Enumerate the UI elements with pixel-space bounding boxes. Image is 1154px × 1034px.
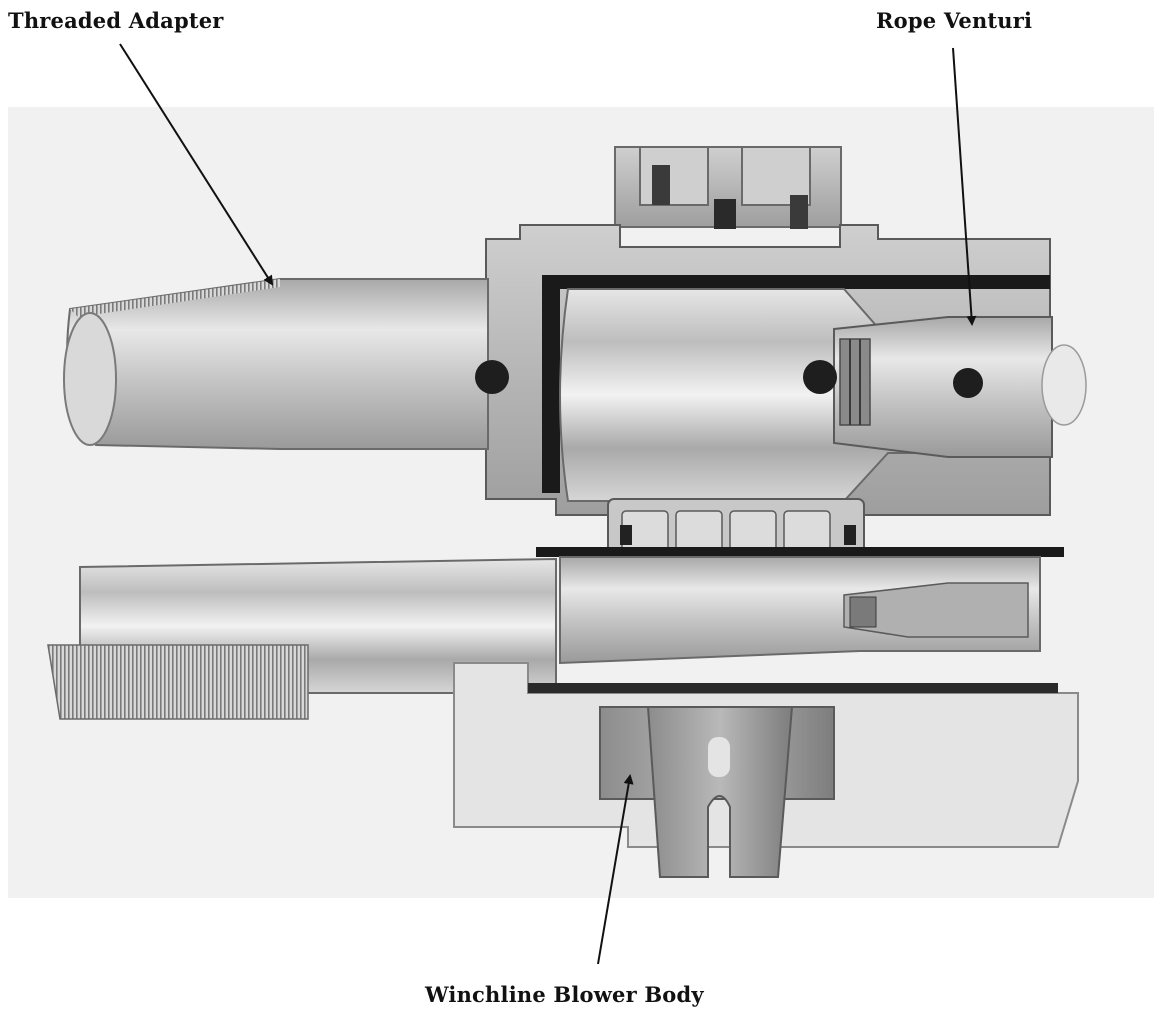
upper-assembly xyxy=(63,146,1087,558)
top-clevis-bracket xyxy=(614,146,842,229)
screw-middle xyxy=(803,360,837,394)
lower-seal-groove xyxy=(536,547,1064,557)
screw-right xyxy=(953,368,983,398)
winchline-blower-body-clevis xyxy=(599,706,835,878)
label-winchline-blower-body: Winchline Blower Body xyxy=(425,982,704,1007)
blower-cutaway-photo xyxy=(8,107,1154,898)
upper-seal-groove xyxy=(542,275,1050,289)
screw-left xyxy=(475,360,509,394)
rope-venturi-insert xyxy=(833,316,1053,458)
label-rope-venturi: Rope Venturi xyxy=(876,8,1033,33)
lower-thread-section xyxy=(47,644,309,720)
label-threaded-adapter: Threaded Adapter xyxy=(8,8,224,33)
roller-cassette xyxy=(607,498,865,558)
